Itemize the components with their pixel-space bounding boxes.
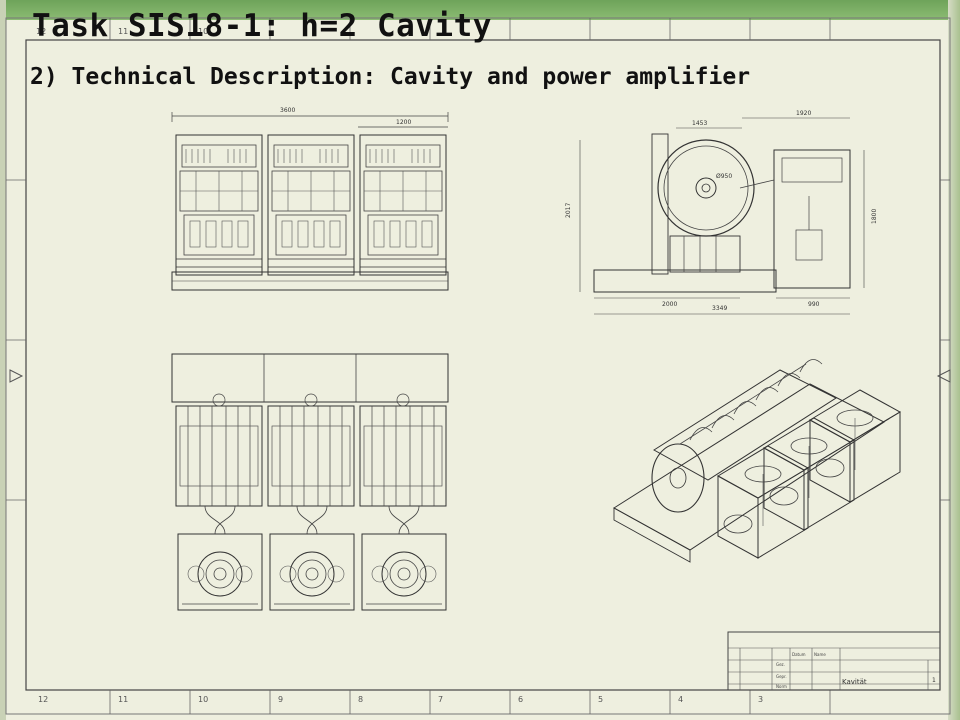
tb-sheet-number: 1 (932, 677, 936, 684)
right-edge (948, 0, 960, 720)
tb-name: Name (814, 652, 826, 657)
title-block: Datum Name Gez. Gepr. Norm Kavität 1 (727, 631, 941, 691)
dim-2000: 2000 (662, 301, 677, 308)
dim-3600: 3600 (280, 107, 295, 114)
drawing-frame-inner (25, 39, 941, 691)
zone-bottom-2: 11 (118, 695, 128, 704)
zone-bottom-8: 5 (598, 695, 603, 704)
top-view-cavities-and-amplifiers (171, 353, 449, 611)
tb-part-name: Kavität (842, 678, 867, 686)
zone-bottom-1: 12 (38, 695, 48, 704)
tb-norm: Norm (776, 684, 787, 689)
dim-1200: 1200 (396, 119, 411, 126)
zone-ticks (6, 18, 950, 714)
zone-bottom-7: 6 (518, 695, 523, 704)
zone-bottom-5: 8 (358, 695, 363, 704)
zone-top-2: 11 (118, 27, 128, 36)
front-view-racks: 3600 1200 (171, 107, 449, 291)
drawing-frame-outer (5, 17, 951, 715)
zone-bottom-3: 10 (198, 695, 208, 704)
dim-1453: 1453 (692, 120, 707, 127)
dim-3349: 3349 (712, 305, 727, 312)
dim-2017: 2017 (565, 203, 572, 218)
zone-top-1: 12 (36, 27, 46, 36)
tb-drawn: Gez. (776, 662, 785, 667)
zone-top-3: 10 (198, 27, 208, 36)
side-view-cavity-amplifier: Ø950 2017 1800 1453 1920 2000 990 3349 (565, 110, 878, 315)
center-mark-left-icon (9, 369, 24, 383)
tb-checked: Gepr. (776, 674, 787, 679)
zone-bottom-6: 7 (438, 695, 443, 704)
center-mark-right-icon (936, 369, 951, 383)
dim-1800: 1800 (871, 209, 878, 224)
dim-990: 990 (808, 301, 820, 308)
dim-d950: Ø950 (716, 173, 732, 180)
header-band (0, 0, 960, 20)
slide-title: Task SIS18-1: h=2 Cavity (32, 8, 492, 44)
left-edge (0, 0, 6, 720)
tb-date: Datum (792, 652, 806, 657)
zone-bottom-4: 9 (278, 695, 283, 704)
slide-subtitle: 2) Technical Description: Cavity and pow… (30, 64, 751, 90)
zone-bottom-10: 3 (758, 695, 763, 704)
dim-1920: 1920 (796, 110, 811, 117)
zone-bottom-9: 4 (678, 695, 683, 704)
isometric-view-assembly (613, 359, 901, 563)
